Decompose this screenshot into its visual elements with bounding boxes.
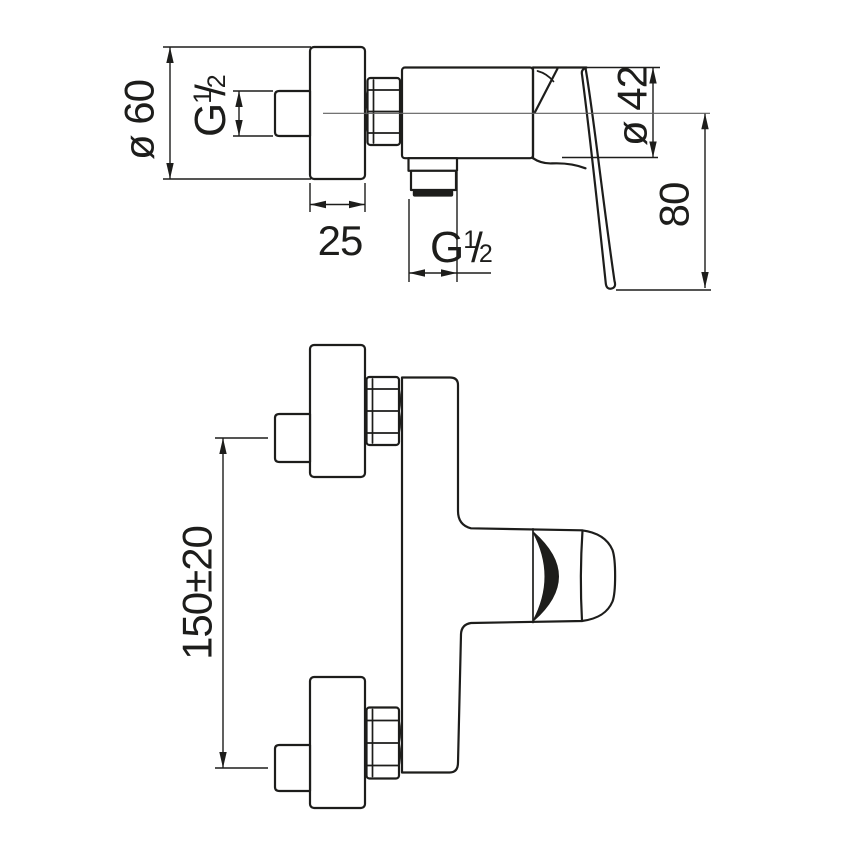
dim-body-diameter-extensions — [562, 66, 660, 159]
union-nut-front-top — [364, 375, 402, 447]
dim-handle-drop: 80 — [616, 113, 711, 291]
wall-thread-g: G — [186, 104, 235, 137]
inlet-pipe-front-bottom — [273, 743, 312, 793]
wall-flange-front-top — [308, 343, 367, 479]
dim-label-outlet-thread: G1/2 — [430, 223, 492, 272]
dim-flange-diameter-extensions — [163, 46, 311, 180]
wall-thread-slash: / — [187, 84, 234, 96]
cartridge-hub — [532, 527, 584, 624]
handle-lever-blade — [580, 66, 617, 290]
handle-wedge-line — [533, 67, 559, 114]
dim-label-flange-depth: 25 — [318, 217, 363, 264]
union-nut-front-bottom — [364, 706, 402, 780]
escutcheon-curve — [536, 70, 555, 83]
dim-outlet-thread: G1/2 — [408, 172, 493, 282]
wall-thread-den: 2 — [203, 75, 231, 88]
union-nut-side-bulges — [365, 89, 403, 134]
union-nut-front-bottom-facets — [365, 719, 400, 767]
union-nut-side — [365, 76, 403, 147]
inlet-pipe-side — [273, 89, 312, 138]
dim-flange-depth-extensions — [309, 183, 366, 212]
wall-thread-num: 1 — [189, 91, 217, 104]
mixer-body-front — [400, 376, 617, 774]
dim-label-body-diameter: ø 42 — [609, 66, 656, 146]
dim-label-wall-thread: G1/2 — [186, 75, 235, 137]
dim-flange-depth: 25 — [309, 183, 366, 264]
front-view: 150±20 — [174, 343, 617, 810]
wall-flange-front-bottom — [308, 675, 367, 810]
outlet-thread-num: 1 — [463, 226, 476, 254]
dim-inlet-spacing: 150±20 — [174, 437, 268, 769]
dim-outlet-thread-extensions — [408, 172, 458, 282]
inlet-pipe-front-top — [273, 412, 312, 464]
cartridge-cap-edge — [579, 529, 584, 623]
outlet-spout-collar — [407, 157, 459, 172]
outlet-spout-nipple — [409, 169, 458, 192]
outlet-spout-thread-ring — [412, 190, 454, 197]
escutcheon-bottom-lip — [531, 157, 587, 170]
outlet-thread-g: G — [430, 223, 463, 272]
union-nut-side-facets — [366, 89, 401, 134]
dim-flange-diameter: ø 60 — [116, 46, 311, 180]
union-nut-front-top-facets — [365, 388, 400, 434]
outlet-spout — [407, 157, 459, 197]
outlet-thread-den: 2 — [479, 240, 492, 268]
cartridge-rim-crescent — [532, 531, 559, 622]
dim-label-flange-diameter: ø 60 — [116, 80, 163, 160]
dim-label-handle-drop: 80 — [651, 183, 698, 228]
side-view: ø 60 G1/2 25 ø 42 80 — [116, 45, 711, 291]
outlet-thread-slash: / — [471, 224, 483, 271]
dim-body-diameter: ø 42 — [562, 66, 660, 159]
lever-handle — [531, 66, 617, 290]
dim-label-inlet-spacing: 150±20 — [174, 526, 221, 660]
dim-wall-thread: G1/2 — [186, 75, 273, 137]
